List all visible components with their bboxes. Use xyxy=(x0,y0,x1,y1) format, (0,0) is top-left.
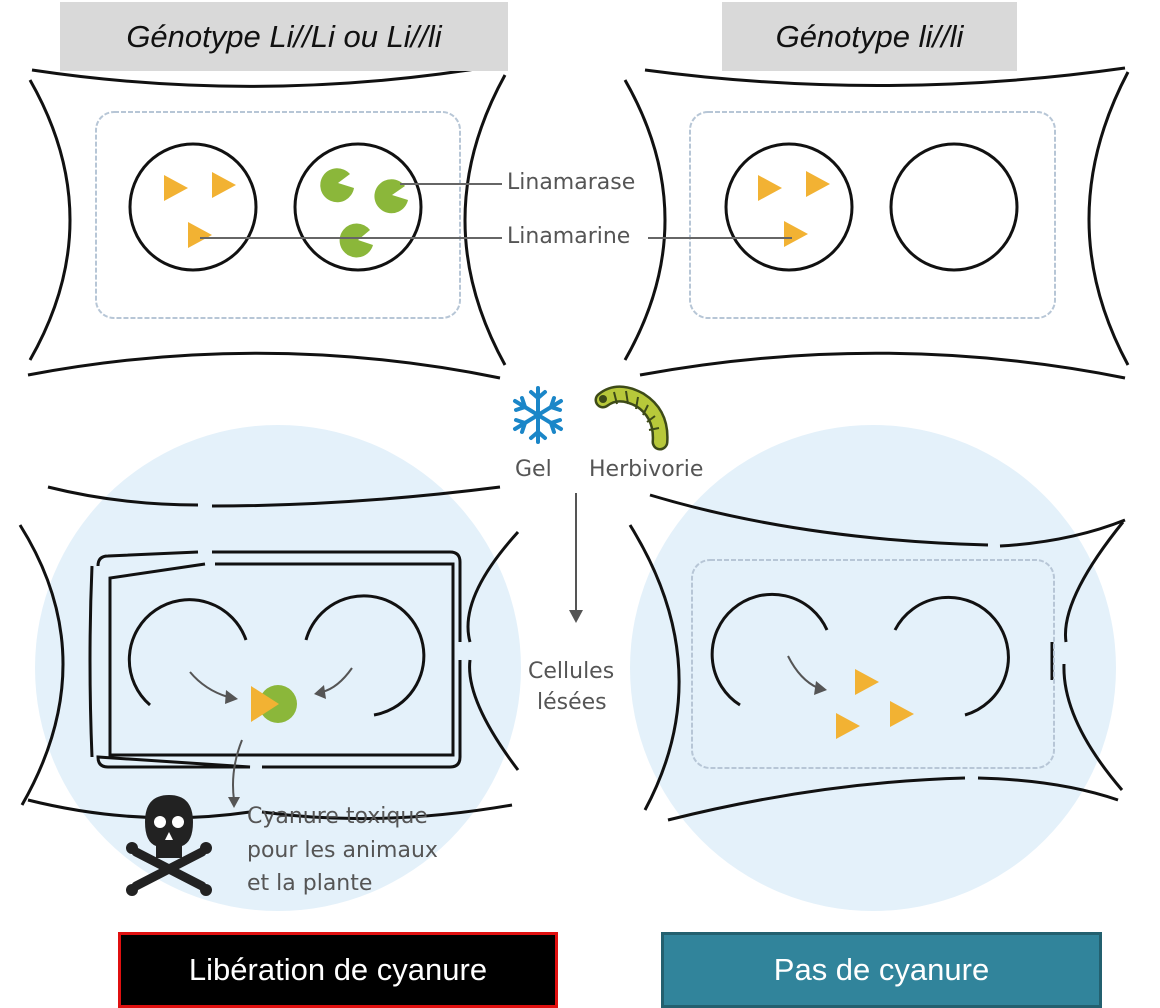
label-cellules: Cellules xyxy=(528,659,615,684)
cell-membrane-left xyxy=(95,111,461,319)
leader-lines xyxy=(200,183,792,239)
label-linamarase: Linamarase xyxy=(507,170,636,195)
snowflake-icon xyxy=(513,386,563,444)
caterpillar-icon xyxy=(594,385,669,451)
cyanide-reaction-complex xyxy=(251,685,297,723)
result-text-left: Libération de cyanure xyxy=(188,952,488,987)
result-text-right: Pas de cyanure xyxy=(773,952,990,987)
result-box-left: Libération de cyanure xyxy=(118,932,558,1008)
genotype-header-left: Génotype Li//Li ou Li//li xyxy=(60,2,508,71)
reaction-arrow-right xyxy=(787,655,827,695)
vacuole-linamarine-left xyxy=(128,142,258,272)
linamarase-molecules-left xyxy=(320,168,408,258)
intact-cell-left xyxy=(27,63,507,380)
label-cyanure-line3: et la plante xyxy=(247,871,373,896)
label-herbivorie: Herbivorie xyxy=(589,457,704,482)
cell-membrane-right xyxy=(689,111,1056,319)
damaged-cell-left xyxy=(18,485,520,821)
label-cyanure-line2: pour les animaux xyxy=(247,838,438,863)
result-box-right: Pas de cyanure xyxy=(661,932,1102,1008)
intact-cell-right xyxy=(623,66,1130,380)
skull-crossbones-icon xyxy=(126,795,212,896)
vacuole-linamarine-right xyxy=(724,142,854,272)
vacuole-linamarase-left xyxy=(293,142,423,272)
label-cyanure-line1: Cyanure toxique xyxy=(247,804,428,829)
genotype-header-right: Génotype li//li xyxy=(722,2,1017,71)
damage-arrow-head xyxy=(569,610,583,623)
linamarine-molecules-left xyxy=(164,172,236,248)
vacuole-empty-right xyxy=(889,142,1019,272)
label-linamarine: Linamarine xyxy=(507,224,631,249)
damage-halo-left xyxy=(35,425,521,911)
reaction-arrows-left xyxy=(189,667,353,808)
linamarine-molecules-right xyxy=(758,171,830,247)
damaged-cell-right xyxy=(628,493,1126,822)
label-lesees: lésées xyxy=(537,690,607,715)
cell-membrane-damaged-right xyxy=(691,559,1055,769)
damage-halo-right xyxy=(630,425,1116,911)
label-gel: Gel xyxy=(515,457,552,482)
